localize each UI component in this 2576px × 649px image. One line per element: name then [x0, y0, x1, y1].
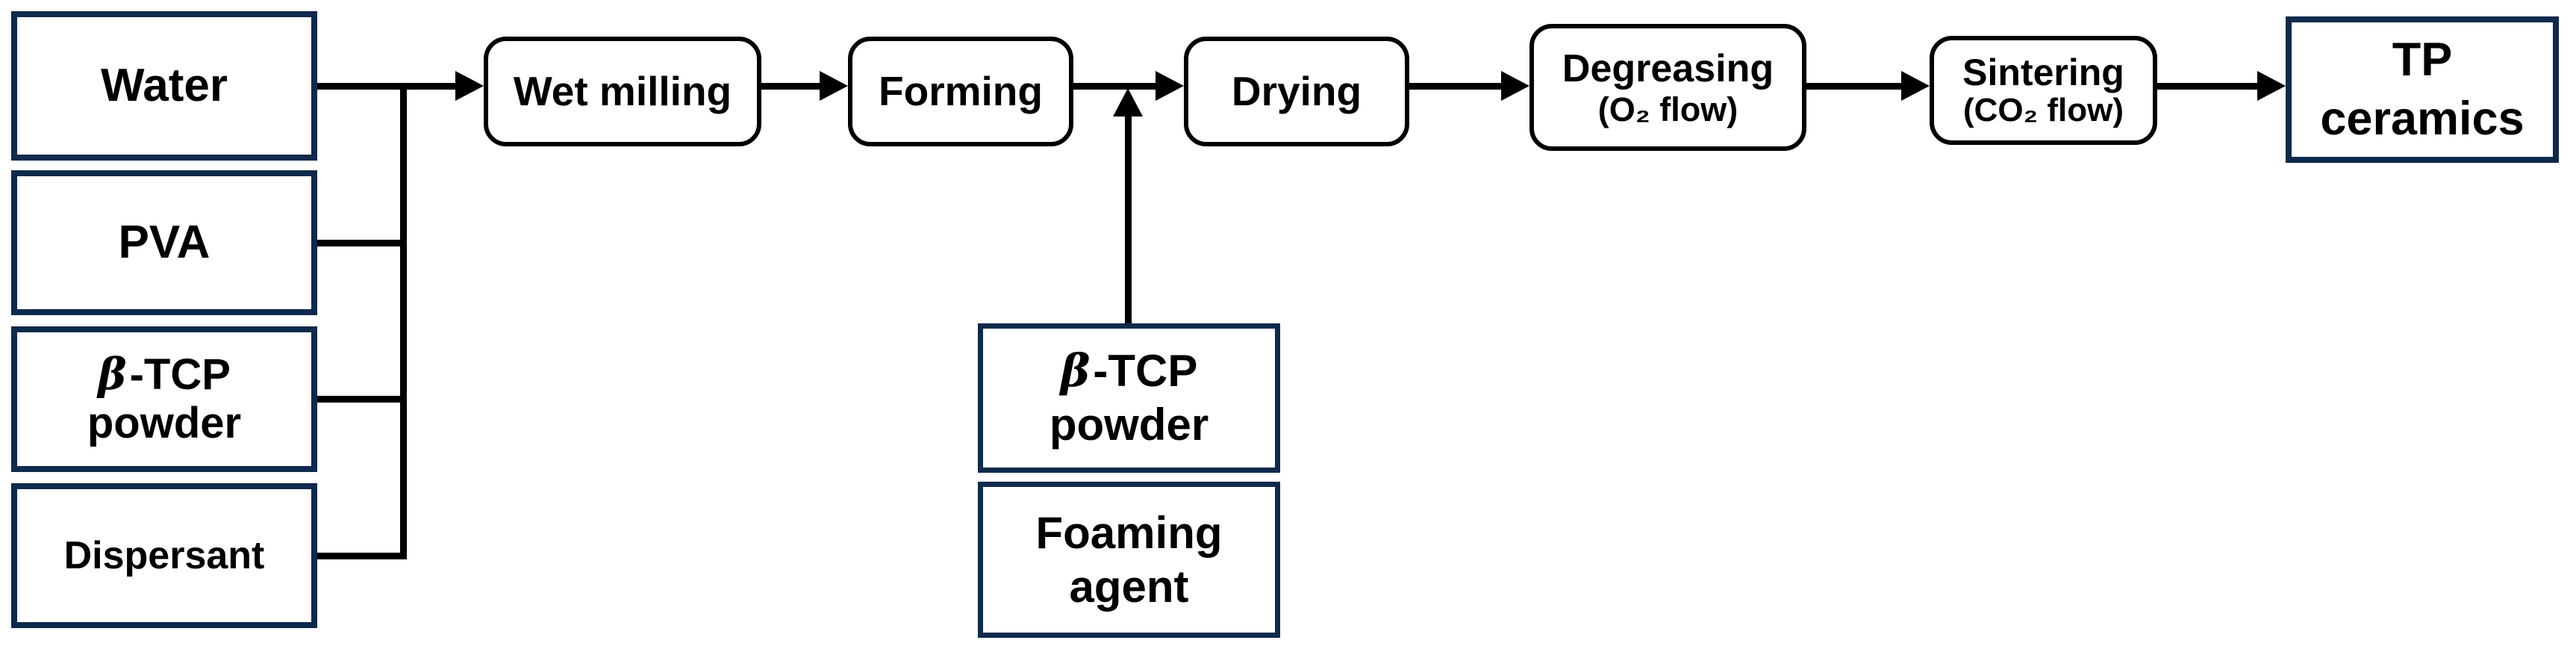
input-box-water-label: Water	[101, 60, 228, 112]
process-box-wet-milling: Wet milling	[484, 37, 761, 146]
output-box-tp-ceramics: TP ceramics	[2286, 16, 2559, 163]
input-box-dispersant: Dispersant	[11, 483, 317, 628]
output-box-tp-ceramics-label: TP ceramics	[2320, 34, 2524, 145]
arrowhead-up-icon	[1113, 88, 1143, 117]
arrowhead-right-icon	[1501, 71, 1529, 101]
arrowhead-right-icon	[820, 71, 848, 101]
additive-box-btcp-line1: β-TCP	[1061, 344, 1198, 398]
tcp-text: -TCP	[1093, 346, 1198, 396]
arrow-shaft	[1073, 83, 1157, 90]
process-box-degreasing-label: Degreasing	[1562, 46, 1774, 90]
btcp-connector-line	[317, 396, 407, 403]
arrow-shaft	[761, 83, 821, 90]
arrowhead-right-icon	[2257, 71, 2286, 101]
additive-box-btcp-line2: powder	[1049, 400, 1209, 450]
process-box-forming-label: Forming	[879, 68, 1043, 114]
arrow-shaft	[1125, 111, 1132, 323]
input-box-btcp-line1: β-TCP	[98, 350, 231, 400]
process-box-forming: Forming	[848, 37, 1073, 146]
additive-box-btcp-powder: β-TCP powder	[978, 323, 1280, 473]
process-box-degreasing-sublabel: (O₂ flow)	[1597, 90, 1738, 128]
arrow-shaft	[1409, 83, 1503, 90]
input-box-btcp-powder: β-TCP powder	[11, 326, 317, 472]
tcp-text: -TCP	[129, 350, 231, 400]
arrowhead-right-icon	[455, 71, 484, 101]
input-box-water: Water	[11, 11, 317, 161]
arrow-shaft	[2157, 83, 2259, 90]
pva-connector-line	[317, 240, 407, 246]
process-box-sintering-label: Sintering	[1962, 52, 2124, 93]
process-box-degreasing: Degreasing (O₂ flow)	[1529, 24, 1806, 151]
process-box-wet-milling-label: Wet milling	[513, 68, 732, 114]
input-box-pva-label: PVA	[118, 217, 210, 269]
input-box-btcp-line2: powder	[87, 399, 242, 447]
arrow-shaft	[317, 83, 457, 90]
beta-glyph: β	[98, 349, 127, 400]
input-trunk-line	[400, 83, 407, 559]
arrowhead-right-icon	[1156, 71, 1184, 101]
arrowhead-right-icon	[1901, 71, 1930, 101]
process-box-drying-label: Drying	[1231, 68, 1362, 114]
process-box-drying: Drying	[1184, 37, 1409, 146]
input-box-dispersant-label: Dispersant	[63, 533, 265, 577]
additive-box-foaming-agent-label: Foaming agent	[1035, 507, 1223, 612]
process-box-sintering-sublabel: (CO₂ flow)	[1962, 92, 2124, 128]
additive-box-foaming-agent: Foaming agent	[978, 482, 1280, 638]
beta-glyph: β	[1060, 345, 1091, 397]
process-box-sintering: Sintering (CO₂ flow)	[1930, 36, 2157, 145]
arrow-shaft	[1806, 83, 1903, 90]
dispersant-connector-line	[317, 553, 407, 559]
input-box-pva: PVA	[11, 170, 317, 315]
